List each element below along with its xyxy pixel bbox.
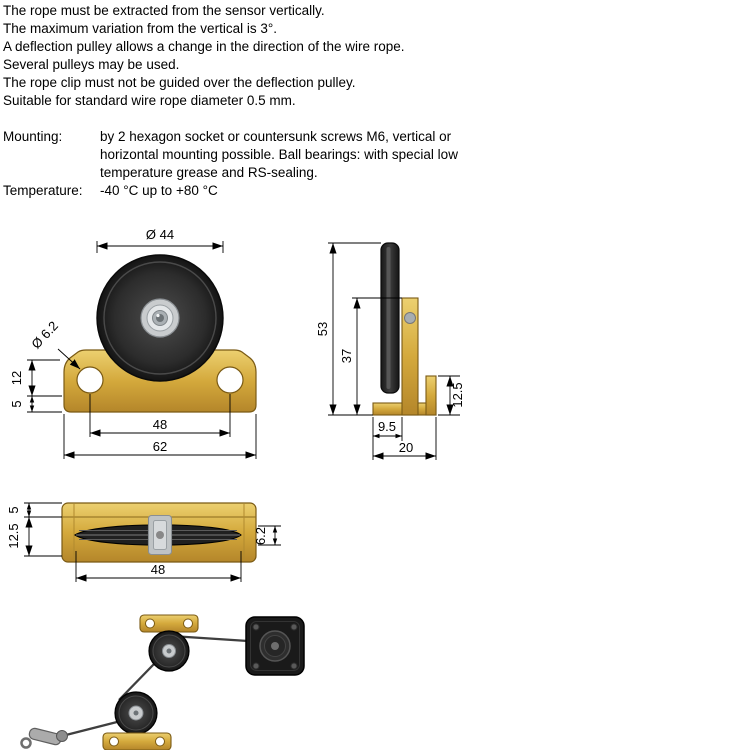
note-line: Suitable for standard wire rope diameter… (3, 93, 296, 108)
bracket-flange (425, 375, 437, 416)
mounting-hole-right (216, 366, 244, 394)
dim-front-diameter: Ø 44 (146, 227, 174, 242)
dim-plan-width: 48 (151, 562, 165, 577)
wire-rope (61, 720, 118, 738)
dim-front-width-inner: 48 (153, 417, 167, 432)
temperature-row: Temperature: -40 °C up to +80 °C (3, 182, 458, 200)
notes-block: The rope must be extracted from the sens… (3, 2, 405, 110)
specs-block: Mounting: by 2 hexagon socket or counter… (3, 128, 458, 200)
bearing-block-plan (147, 514, 173, 556)
deflection-pulley-lower (102, 691, 172, 750)
note-line: Several pulleys may be used. (3, 57, 180, 72)
mounting-row: Mounting: by 2 hexagon socket or counter… (3, 128, 458, 182)
mounting-text-line: temperature grease and RS-sealing. (100, 165, 318, 180)
dim-side-height-outer: 53 (315, 322, 330, 336)
mounting-text-line: horizontal mounting possible. Ball beari… (100, 147, 458, 162)
dim-front-width-outer: 62 (153, 439, 167, 454)
dim-front-hole-diameter: Ø 6.2 (28, 318, 61, 351)
mounting-label: Mounting: (3, 129, 63, 144)
dim-plan-t1: 5 (6, 506, 21, 513)
note-line: The maximum variation from the vertical … (3, 21, 277, 36)
rope-clip (20, 727, 68, 749)
dim-side-d1: 9.5 (378, 419, 396, 434)
mounting-text-line: by 2 hexagon socket or countersunk screw… (100, 129, 452, 144)
bracket-plate (401, 297, 419, 416)
dim-front-h2: 5 (9, 400, 24, 407)
temperature-label: Temperature: (3, 183, 83, 198)
note-line: The rope clip must not be guided over th… (3, 75, 356, 90)
ball-bearing (140, 298, 180, 338)
side-view: 53 37 9.5 20 12.5 (315, 242, 465, 460)
wire-rope (118, 663, 155, 701)
dim-side-height-inner: 37 (339, 349, 354, 363)
front-view: Ø 44 Ø 6.2 12 5 48 62 (9, 227, 257, 459)
dim-front-h1: 12 (9, 371, 24, 385)
temperature-value: -40 °C up to +80 °C (100, 183, 218, 198)
usage-schematic (20, 614, 305, 750)
deflection-pulley-upper (139, 614, 199, 672)
dim-plan-t2: 12.5 (6, 523, 21, 548)
rope-sensor (245, 616, 305, 676)
dim-plan-groove: 6.2 (253, 527, 268, 545)
dim-side-d2: 20 (399, 440, 413, 455)
note-line: A deflection pulley allows a change in t… (3, 39, 405, 54)
mounting-hole-left (76, 366, 104, 394)
note-line: The rope must be extracted from the sens… (3, 3, 325, 18)
dim-side-flange: 12.5 (450, 382, 465, 407)
plan-view: 5 12.5 6.2 48 (6, 502, 281, 582)
hub-bolt (404, 312, 416, 324)
mounting-text: by 2 hexagon socket or countersunk screw… (100, 128, 458, 182)
